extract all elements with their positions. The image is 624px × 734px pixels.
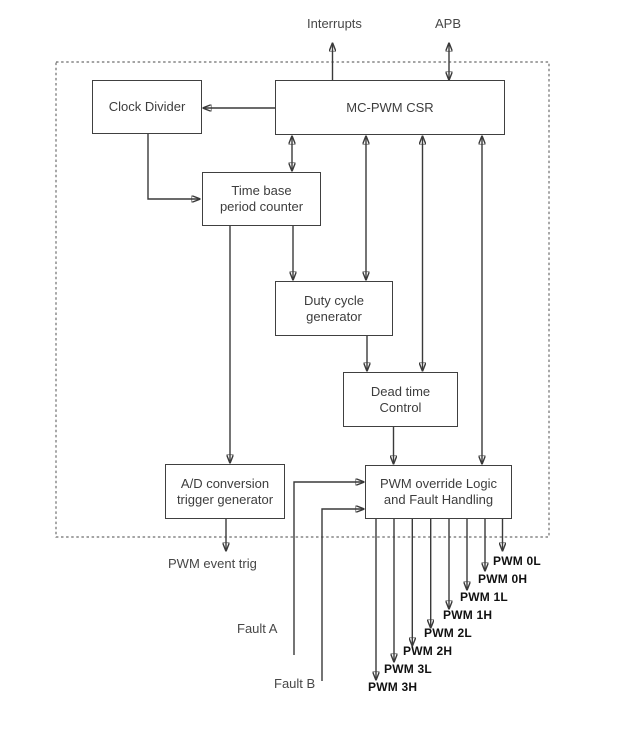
node-adc-conversion-trigger-generator: A/D conversion trigger generator [165, 464, 285, 519]
node-clock-divider: Clock Divider [92, 80, 202, 134]
node-label: A/D conversion [180, 475, 270, 491]
node-label: PWM override Logic [379, 476, 498, 491]
label-apb: APB [435, 16, 462, 31]
node-label: trigger generator [176, 491, 274, 507]
node-label: MC-PWM CSR [346, 99, 434, 115]
connector-clock-divider-to-time-base [147, 134, 200, 199]
node-duty-cycle-generator: Duty cycle generator [275, 281, 393, 336]
label-pwm-1l: PWM 1L [460, 590, 508, 604]
node-dead-time-control: Dead time Control [343, 372, 458, 427]
node-label: Duty cycle [304, 292, 364, 308]
node-label: Time base [231, 183, 292, 198]
label-pwm-3h: PWM 3H [368, 680, 418, 694]
label-pwm-3l: PWM 3L [384, 662, 432, 676]
label-fault-a: Fault A [237, 621, 278, 636]
node-label: Clock Divider [108, 99, 186, 114]
label-pwm-2h: PWM 2H [403, 644, 453, 658]
label-pwm-2l: PWM 2L [424, 626, 472, 640]
module-boundary-dashed-box [55, 61, 550, 538]
node-label: generator [306, 308, 362, 324]
label-pwm-event-trig: PWM event trig [168, 556, 257, 571]
node-pwm-override-fault-handling: PWM override Logic and Fault Handling [365, 465, 512, 519]
label-pwm-0l: PWM 0L [493, 554, 541, 568]
node-time-base-period-counter: Time base period counter [202, 172, 321, 226]
node-mc-pwm-csr: MC-PWM CSR [275, 80, 505, 135]
connector-fault-a-input [293, 482, 364, 655]
label-pwm-0h: PWM 0H [478, 572, 528, 586]
label-pwm-1h: PWM 1H [443, 608, 493, 622]
node-label: period counter [219, 199, 304, 214]
node-label: Dead time [370, 383, 431, 399]
connector-fault-b-input [321, 509, 364, 681]
node-label: Control [379, 399, 422, 415]
node-label: and Fault Handling [383, 492, 494, 507]
label-interrupts: Interrupts [307, 16, 362, 31]
label-fault-b: Fault B [274, 676, 316, 691]
